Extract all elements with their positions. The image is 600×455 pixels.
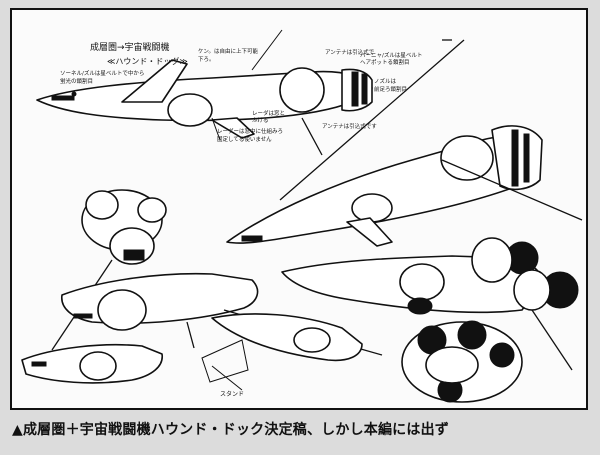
annotation-wing: ケン。は自由に上下可能	[198, 49, 259, 55]
design-sheet: 成層圏→宇宙戦闘機 ≪ハウンド・ドッグ≫ ソーネル/ズルは星ベルトで中から 蛍光…	[10, 8, 588, 410]
annotation-antenna-retract: アンテナは引込式です	[322, 124, 377, 130]
annotation-radar-fixed-2: 固定してる使いません	[217, 137, 272, 143]
annotation-radar: レーダは窓と	[252, 111, 286, 117]
annotation-wing-2: 下ろ。	[198, 57, 215, 63]
annotation-radar-2: ふける	[252, 118, 269, 124]
ship-rear-view	[401, 320, 523, 403]
sheet-title: 成層圏→宇宙戦闘機	[90, 43, 170, 53]
annotation-nozzle-left: ソーネル/ズルは星ベルトで中から	[60, 71, 145, 77]
sheet-subtitle: ≪ハウンド・ドッグ≫	[107, 57, 188, 66]
ship-small-view	[21, 344, 163, 384]
mecha-line-art	[21, 29, 583, 403]
ship-side-view	[36, 29, 452, 156]
annotation-nozzle-right: ノズルは	[374, 79, 397, 85]
ship-angled-view	[226, 39, 583, 247]
ship-center-bottom-view	[201, 309, 383, 391]
annotation-nozzle-left-2: 蛍光の鎖割目	[60, 79, 94, 85]
ship-front-view	[51, 189, 167, 351]
annotation-antenna: アンテナは引込式で	[325, 50, 375, 56]
annotation-vernier: バーニャ/ズルは星ベルト	[360, 53, 423, 59]
page-caption: ▲成層圏＋宇宙戦闘機ハウンド・ドック決定稿、しかし本編には出ず	[12, 422, 449, 438]
annotation-nozzle-right-2: 前足ろ鎖割目	[374, 87, 408, 93]
annotation-radar-fixed: レーダーは窓中に仕組みろ	[217, 129, 284, 135]
ship-engine-view	[281, 237, 579, 371]
annotation-vernier-2: ヘアポットる鎖割目	[360, 60, 410, 66]
annotation-stand: スタンド	[220, 391, 245, 398]
ship-lower-side-view	[61, 272, 259, 349]
